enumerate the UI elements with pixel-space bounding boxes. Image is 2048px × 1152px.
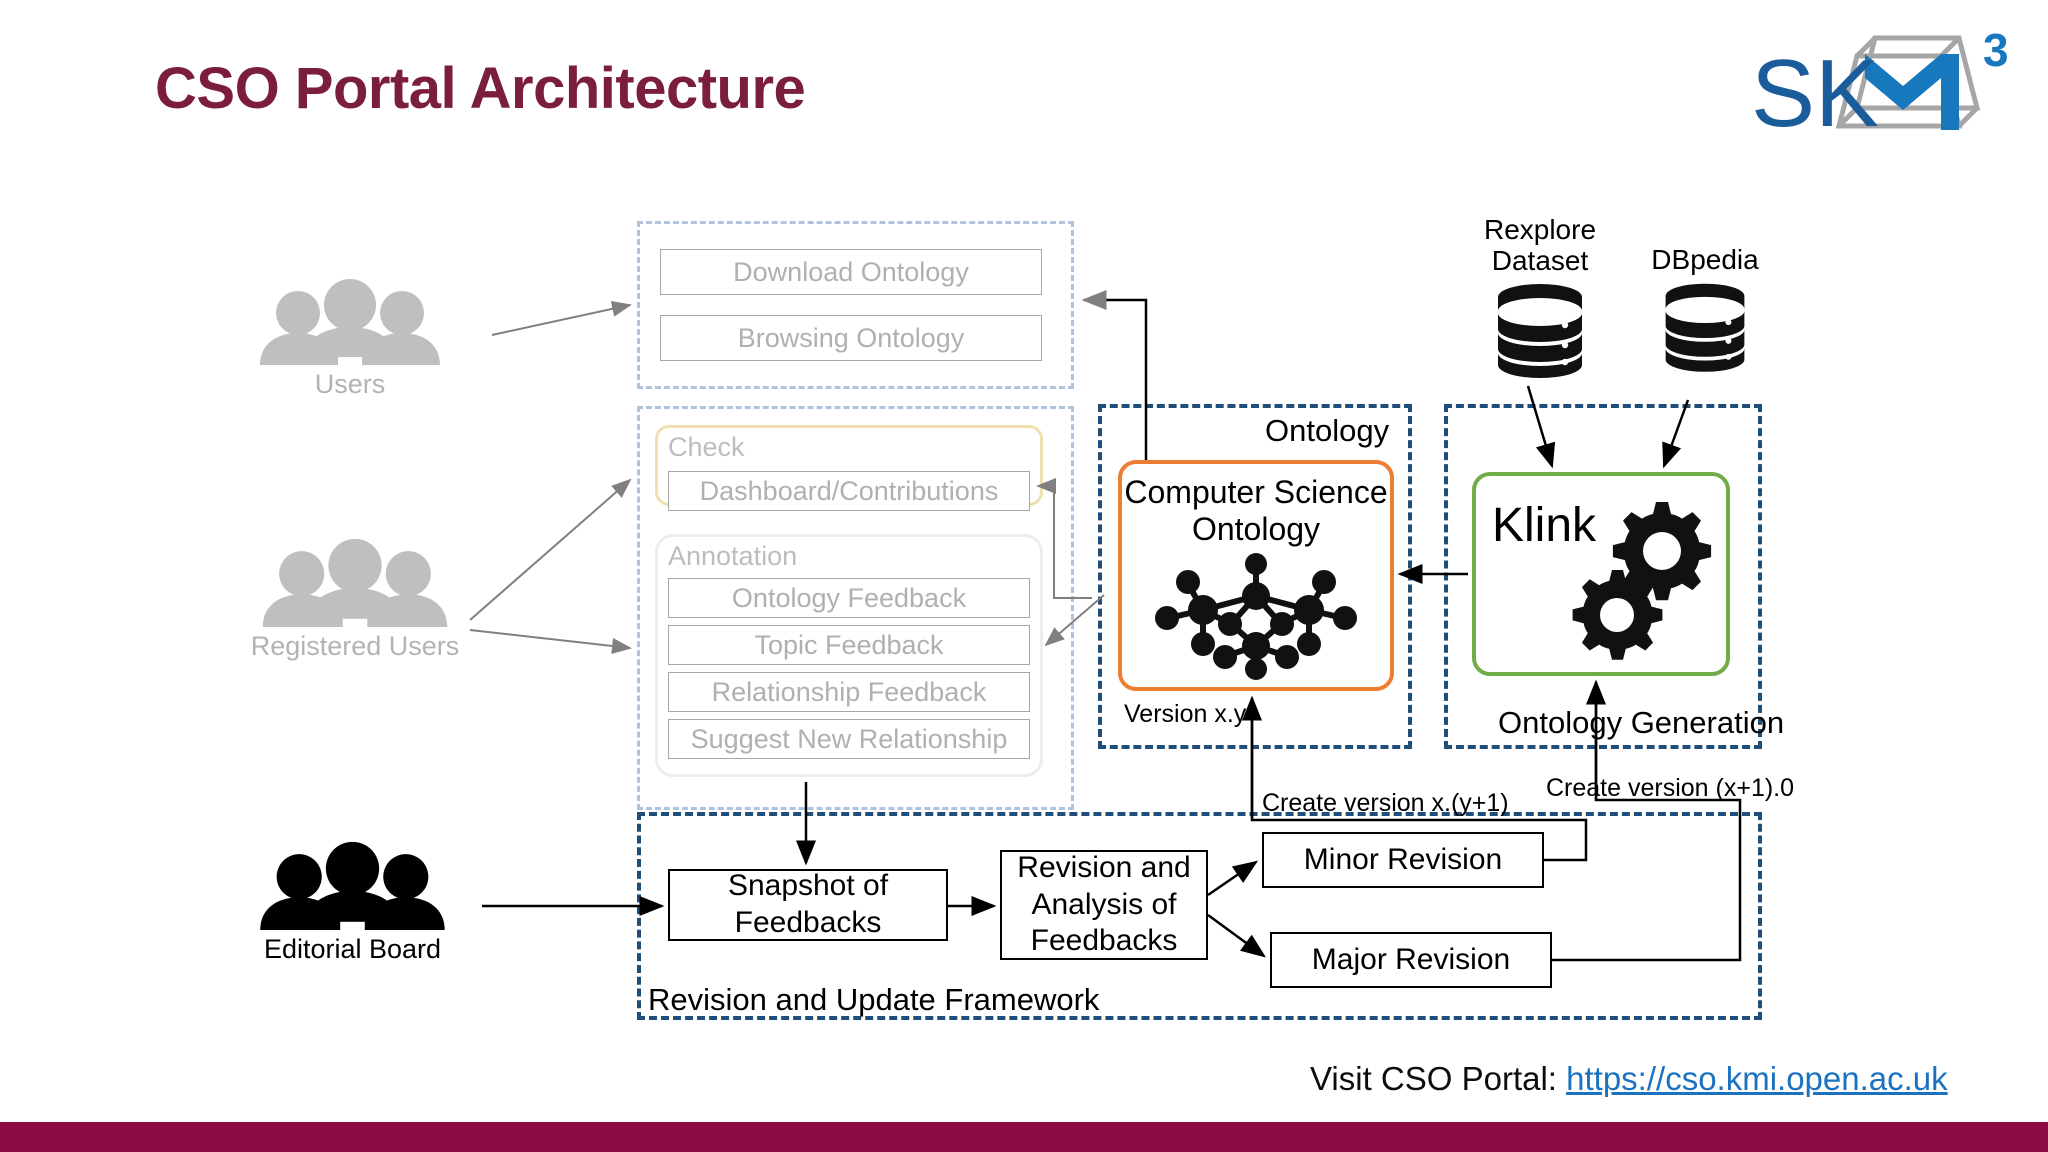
datasource-rexplore: Rexplore Dataset (1460, 214, 1620, 378)
logo-superscript: 3 (1983, 24, 2009, 76)
arrow-dbpedia-to-klink (1662, 399, 1690, 469)
footer-text: Visit CSO Portal: https://cso.kmi.open.a… (1310, 1060, 1948, 1098)
line-cso-to-public-portal (1081, 290, 1148, 460)
revision-update-label: Revision and Update Framework (648, 982, 1100, 1017)
actor-users: Users (250, 279, 450, 400)
line-hook-to-dashboard (1036, 478, 1092, 599)
topic-feedback-button[interactable]: Topic Feedback (668, 625, 1030, 665)
ontology-feedback-label: Ontology Feedback (731, 582, 967, 613)
dashboard-contributions-label: Dashboard/Contributions (699, 475, 999, 506)
arrow-rexplore-to-klink (1526, 385, 1556, 469)
cso-portal-link[interactable]: https://cso.kmi.open.ac.uk (1566, 1060, 1948, 1097)
major-revision-box[interactable]: Major Revision (1270, 932, 1552, 988)
computer-science-ontology-box[interactable]: Computer Science Ontology (1118, 460, 1394, 691)
relationship-feedback-button[interactable]: Relationship Feedback (668, 672, 1030, 712)
download-ontology-button[interactable]: Download Ontology (660, 249, 1042, 295)
actor-label: Users (314, 369, 386, 399)
download-ontology-label: Download Ontology (733, 256, 969, 287)
footer-bar (0, 1122, 2048, 1152)
footer-prefix: Visit CSO Portal: (1310, 1060, 1567, 1097)
suggest-new-relationship-button[interactable]: Suggest New Relationship (668, 719, 1030, 759)
page-title: CSO Portal Architecture (155, 56, 806, 121)
network-graph-icon (1155, 553, 1357, 681)
major-version-label: Create version (x+1).0 (1546, 774, 1795, 802)
database-icon (1498, 283, 1582, 378)
arrow-registered-to-annotation (469, 629, 632, 654)
arrow-users-to-portal (491, 301, 632, 336)
browsing-ontology-label: Browsing Ontology (737, 322, 965, 353)
portal-registered-region (637, 406, 1074, 810)
arrow-registered-to-check (469, 478, 632, 621)
datasource-label: Rexplore Dataset (1483, 214, 1597, 276)
actor-editorial-board: Editorial Board (250, 841, 455, 965)
ontology-version-label: Version x.y (1124, 700, 1247, 728)
cso-title-line2: Ontology (1191, 511, 1321, 548)
ontology-generation-region (1444, 404, 1762, 749)
ontology-feedback-button[interactable]: Ontology Feedback (668, 578, 1030, 618)
revision-analysis-box[interactable]: Revision and Analysis of Feedbacks (1000, 850, 1208, 960)
people-icon (262, 538, 448, 630)
minor-version-label: Create version x.(y+1) (1262, 789, 1509, 817)
klink-title: Klink (1492, 499, 1597, 552)
browsing-ontology-button[interactable]: Browsing Ontology (660, 315, 1042, 361)
people-icon (260, 279, 440, 367)
annotation-group-title: Annotation (668, 541, 798, 571)
relationship-feedback-label: Relationship Feedback (711, 676, 987, 707)
ontology-generation-label: Ontology Generation (1498, 705, 1785, 740)
arrow-revision-to-minor (1207, 860, 1259, 897)
logo-text: SK (1751, 40, 1879, 147)
arrow-revision-to-major (1207, 913, 1267, 958)
datasource-dbpedia: DBpedia (1625, 244, 1785, 372)
people-icon (260, 841, 445, 933)
line-minor-to-version (1250, 700, 1588, 862)
klink-box[interactable]: Klink (1472, 472, 1730, 676)
ontology-region-label: Ontology (1265, 413, 1390, 448)
revision-update-region (637, 812, 1762, 1020)
topic-feedback-label: Topic Feedback (754, 629, 944, 660)
actor-registered-users: Registered Users (250, 538, 460, 662)
database-icon (1665, 283, 1745, 372)
datasource-label: DBpedia (1651, 244, 1759, 275)
suggest-new-relationship-label: Suggest New Relationship (690, 723, 1008, 754)
arrow-ontology-to-topic-feedback (1044, 594, 1105, 647)
skm3-logo: SK 3 (1745, 18, 2025, 147)
gears-icon (1572, 502, 1712, 660)
line-major-to-version (1552, 684, 1742, 962)
minor-revision-box[interactable]: Minor Revision (1262, 832, 1544, 888)
cso-title-line1: Computer Science (1124, 474, 1388, 510)
check-group-title: Check (668, 432, 745, 462)
actor-label: Registered Users (250, 631, 460, 661)
dashboard-contributions-button[interactable]: Dashboard/Contributions (668, 471, 1030, 511)
portal-public-region (637, 221, 1074, 389)
actor-label: Editorial Board (263, 934, 442, 964)
snapshot-of-feedbacks-box[interactable]: Snapshot of Feedbacks (668, 869, 948, 941)
